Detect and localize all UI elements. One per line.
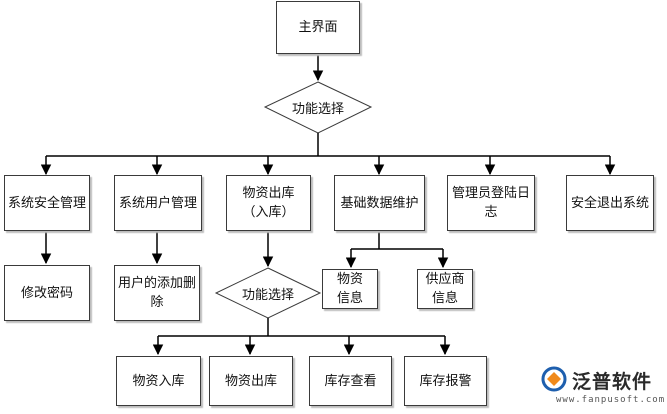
node-main: 主界面 [276, 1, 360, 54]
node-supplier-info: 供应商信息 [417, 269, 473, 309]
watermark-name: 泛普软件 [572, 371, 653, 393]
node-safe-exit: 安全退出系统 [566, 175, 654, 231]
watermark-logo-icon [541, 366, 567, 392]
node-security-mgmt: 系统安全管理 [4, 175, 90, 231]
node-goods-out: 物资出库 [209, 356, 293, 406]
decision-top-label: 功能选择 [291, 101, 344, 117]
node-user-add-delete: 用户的添加删除 [114, 265, 200, 321]
node-goods-info: 物资信息 [322, 269, 378, 309]
node-stock-alarm: 库存报警 [404, 356, 487, 406]
node-goods-in: 物资入库 [116, 356, 201, 406]
watermark-url: www.fanpusoft.com [556, 395, 666, 405]
node-admin-log: 管理员登陆日志 [447, 175, 535, 231]
node-change-password: 修改密码 [4, 265, 90, 321]
node-user-mgmt: 系统用户管理 [114, 175, 202, 231]
node-base-data: 基础数据维护 [334, 175, 425, 231]
decision-sub-label: 功能选择 [241, 287, 294, 303]
node-stock-query: 库存查看 [309, 356, 392, 406]
node-goods-out-in: 物资出库（入库） [226, 175, 311, 231]
